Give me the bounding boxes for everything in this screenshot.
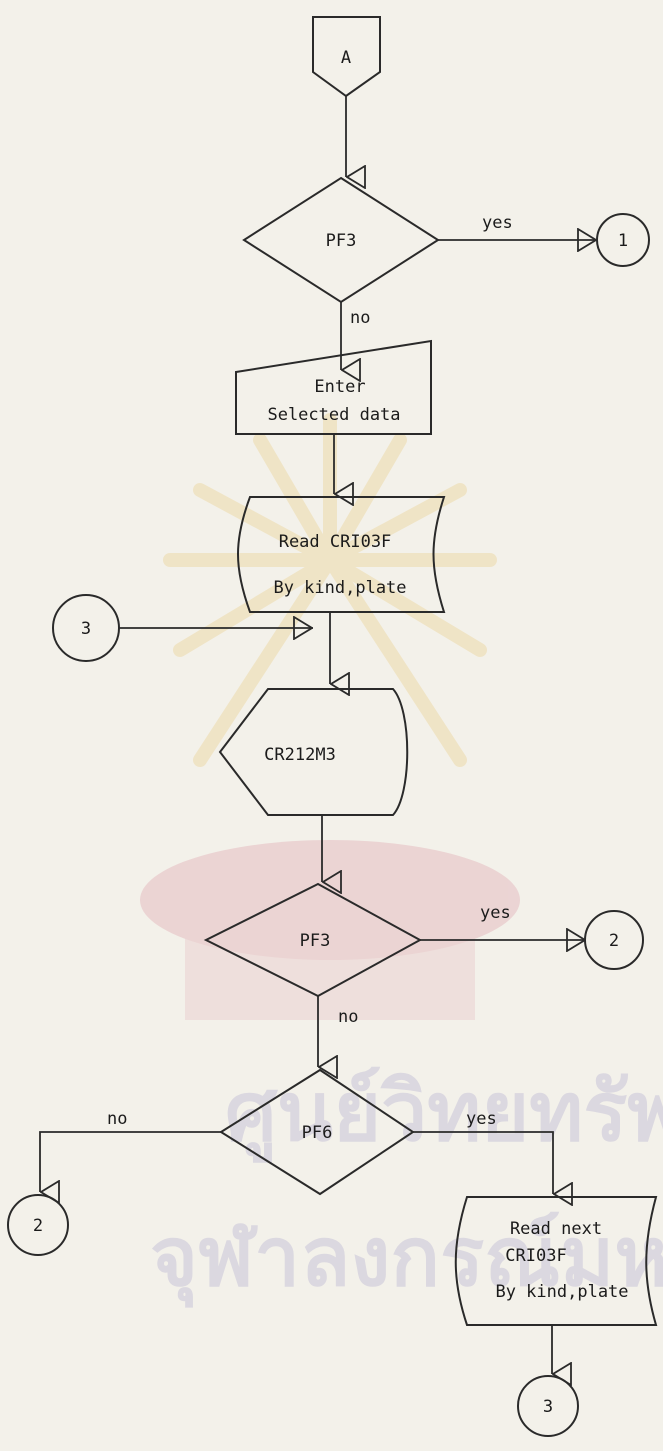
label-yes-1: yes [482,213,513,233]
decision-pf6 [219,1068,415,1196]
label-no-1: no [350,308,370,328]
watermark-emblem [140,413,520,1020]
label-yes-3: yes [466,1109,497,1129]
arrow-pf6-no-to-2 [39,1131,221,1192]
decision-pf6-label: PF6 [302,1123,333,1143]
connector-3-exit [517,1375,579,1437]
connector-2-left-label: 2 [33,1216,43,1236]
connector-a-label: A [341,48,351,68]
read-next-line-3: By kind,plate [495,1282,628,1302]
label-yes-2: yes [480,903,511,923]
label-no-3: no [107,1109,127,1129]
stored-data-read-cri03f [237,496,446,613]
display-cr212m3 [218,688,409,816]
read-next-line-2: CRI03F [505,1246,566,1266]
display-label: CR212M3 [264,745,336,765]
connector-2-left [7,1194,69,1256]
decision-pf3-first-label: PF3 [326,231,357,251]
connector-2-top-label: 2 [609,931,619,951]
arrow-pf6-yes-to-read-next [413,1131,553,1194]
decision-pf3-second-label: PF3 [300,931,331,951]
stored-data-read-next-cri03f [454,1196,658,1326]
watermark-line-1: ศูนย์วิทยทรัพยากร [225,1065,663,1163]
enter-line-1: Enter [314,377,365,397]
connector-3-exit-label: 3 [543,1397,553,1417]
enter-line-2: Selected data [267,405,400,425]
read-next-line-1: Read next [510,1219,602,1239]
watermark-line-2: จุฬาลงกรณ์มหาวิทยาลัย [150,1210,663,1308]
connector-2-top [584,910,644,970]
connector-1 [596,213,650,267]
label-no-2: no [338,1007,358,1027]
offpage-connector-a [312,16,381,98]
read-line-2: By kind,plate [273,578,406,598]
read-line-1: Read CRI03F [279,532,392,552]
connector-1-label: 1 [618,231,628,251]
manual-input-enter-selected-data [235,339,432,435]
connector-3-entry-label: 3 [81,619,91,639]
